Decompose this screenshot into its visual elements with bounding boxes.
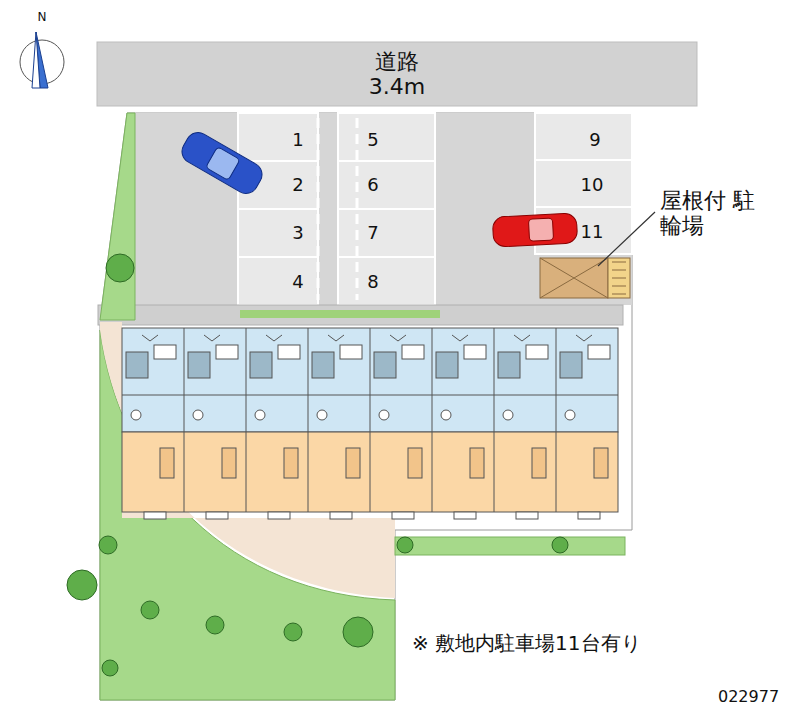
stall-number: 3 <box>292 223 303 244</box>
stall-number: 5 <box>367 130 378 151</box>
bike-shed-label: 屋根付 駐輪場 <box>660 188 760 239</box>
stall-number: 10 <box>581 175 604 196</box>
walkway <box>98 305 623 325</box>
road-band: 道路3.4m <box>97 42 697 106</box>
lot-outline <box>100 113 632 700</box>
parking-stalls <box>238 113 632 305</box>
apartment-building <box>122 328 618 519</box>
green-strip <box>100 113 135 320</box>
hedge <box>240 310 440 318</box>
trees <box>67 254 568 676</box>
stall-number: 8 <box>367 272 378 293</box>
stall-number: 9 <box>589 130 600 151</box>
drawing-id: 022977 <box>718 688 779 706</box>
road <box>97 42 697 106</box>
road-label: 3.4m <box>369 74 425 99</box>
parking-note: ※ 敷地内駐車場11台有り <box>412 632 641 655</box>
road-label: 道路 <box>375 49 419 74</box>
stall-number: 2 <box>292 175 303 196</box>
car <box>492 213 577 247</box>
compass <box>20 32 64 88</box>
bike-shed <box>540 258 630 298</box>
green-strip <box>395 537 625 555</box>
stall-number: 1 <box>292 130 303 151</box>
stall-number: 7 <box>367 223 378 244</box>
car <box>178 128 267 198</box>
stall-lines <box>318 118 357 300</box>
leader-line <box>598 212 655 266</box>
parking-surface <box>135 113 632 305</box>
stall-number: 11 <box>581 222 604 243</box>
stall-number: 6 <box>367 175 378 196</box>
stall-number: 4 <box>292 272 303 293</box>
compass-letter: N <box>38 11 47 25</box>
